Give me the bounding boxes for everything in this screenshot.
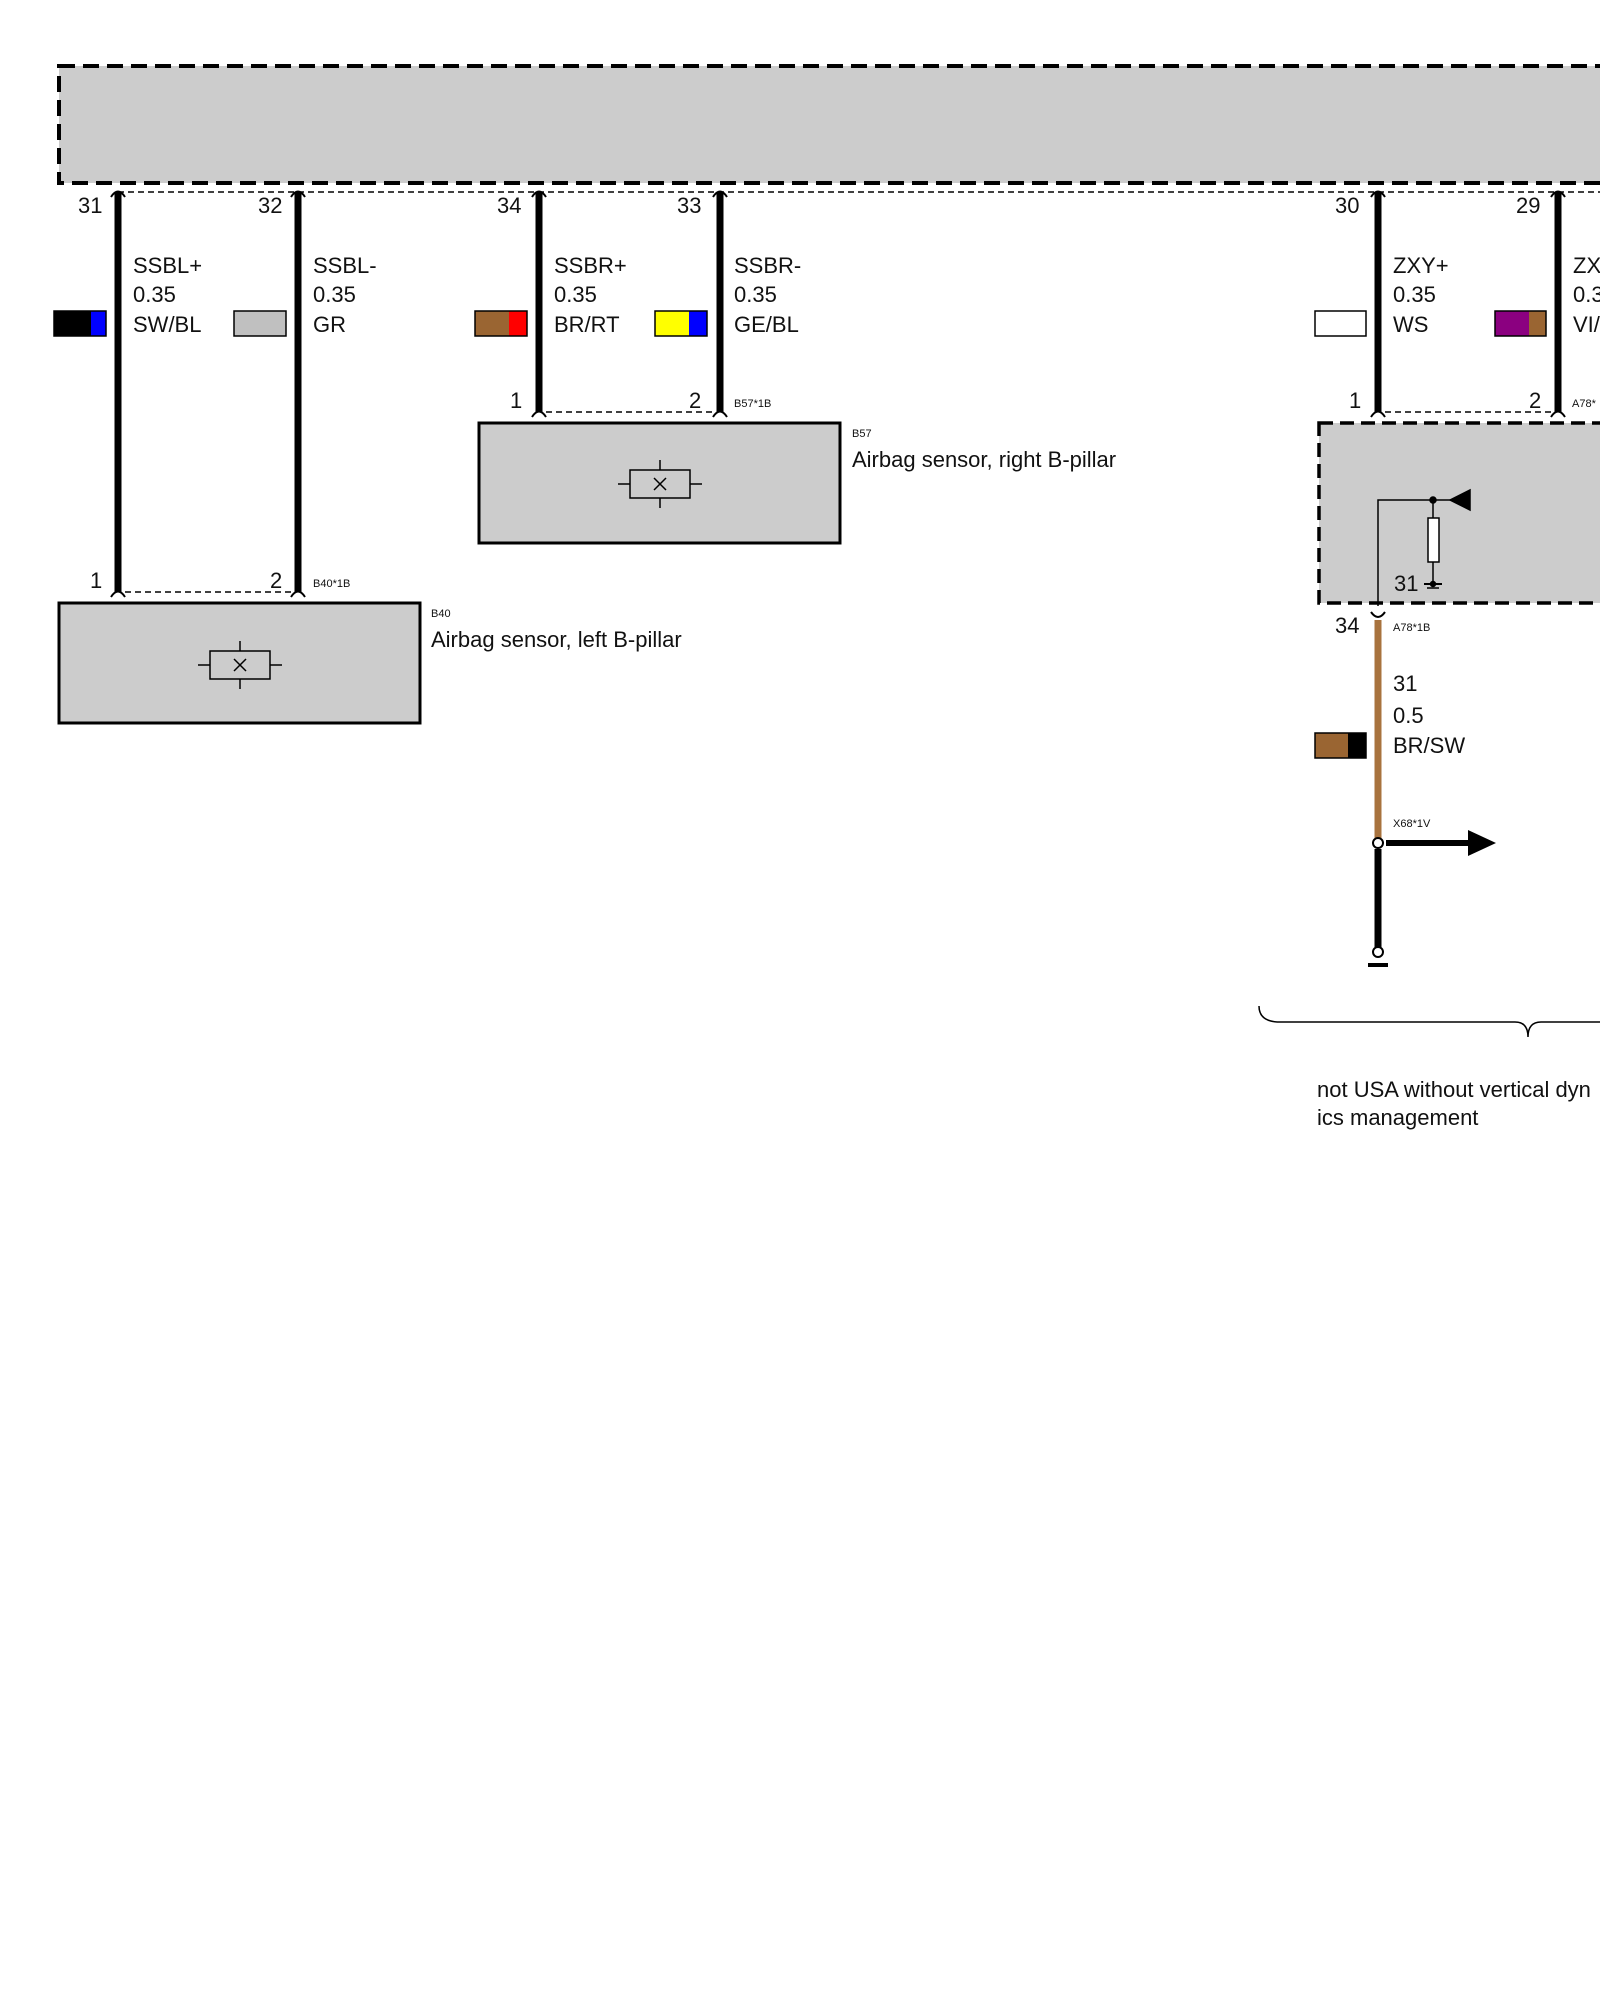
splice-node — [1372, 837, 1384, 849]
wire-color-swatch — [654, 310, 708, 337]
wire-color-swatch — [1314, 310, 1367, 337]
control-unit-box — [57, 64, 1600, 185]
b40-pin-1: 1 — [90, 568, 102, 593]
b40-component-id: B40 — [431, 608, 451, 620]
a78-pin-1: 1 — [1349, 388, 1361, 413]
pin-socket-34 — [531, 190, 547, 198]
wire-color-code: GE/BL — [734, 312, 799, 337]
wire-cross-section: 0.35 — [313, 282, 356, 307]
wire-signal-ssbl-minus: SSBL- — [313, 253, 377, 278]
airbag-sensor-icon — [618, 460, 702, 508]
wire-color-code: SW/BL — [133, 312, 201, 337]
wire-color-swatch — [474, 310, 528, 337]
wire-cross-section: 0.3 — [1573, 282, 1600, 307]
x68-connector-label: X68*1V — [1393, 818, 1431, 830]
arrow-right-icon — [1386, 830, 1496, 856]
wire-signal-ssbr-plus: SSBR+ — [554, 253, 627, 278]
b40-component-name: Airbag sensor, left B-pillar — [431, 627, 682, 652]
pin-number-29: 29 — [1516, 193, 1540, 218]
pin-socket-32 — [290, 190, 306, 198]
wire-signal-zxy-plus: ZXY+ — [1393, 253, 1449, 278]
pin-socket-b40-2 — [290, 590, 306, 598]
pin-socket-29 — [1550, 190, 1566, 198]
ground-terminal-icon — [1368, 946, 1388, 967]
pin-socket-33 — [712, 190, 728, 198]
ground-wire-color-code: BR/SW — [1393, 733, 1465, 758]
pin-number-32: 32 — [258, 193, 282, 218]
pin-socket-30 — [1370, 190, 1386, 198]
b57-pin-2: 2 — [689, 388, 701, 413]
b40-connector-label: B40*1B — [313, 578, 350, 590]
variant-note-line2: ics management — [1317, 1105, 1478, 1130]
wire-color-swatch — [1494, 310, 1547, 337]
pin-number-34: 34 — [497, 193, 521, 218]
wire-color-code: BR/RT — [554, 312, 620, 337]
wire-cross-section: 0.35 — [133, 282, 176, 307]
wire-color-swatch — [233, 310, 287, 337]
pin-number-33: 33 — [677, 193, 701, 218]
a78-ground-label: 31 — [1394, 571, 1418, 596]
wire-color-code: WS — [1393, 312, 1428, 337]
b57-connector-label: B57*1B — [734, 398, 771, 410]
pin-socket-a78-2 — [1550, 410, 1566, 418]
pin-socket-a78-34 — [1370, 611, 1386, 618]
wire-cross-section: 0.35 — [1393, 282, 1436, 307]
b57-component-name: Airbag sensor, right B-pillar — [852, 447, 1116, 472]
a78-component-box — [1317, 421, 1600, 605]
variant-note-line1: not USA without vertical dyn — [1317, 1077, 1591, 1102]
wire-color-code: VI/ — [1573, 312, 1600, 337]
pin-socket-b57-1 — [531, 410, 547, 418]
variant-brace — [1258, 1005, 1600, 1038]
ground-wire-cross-section: 0.5 — [1393, 703, 1424, 728]
wire-color-code: GR — [313, 312, 346, 337]
wire-signal-ssbl-plus: SSBL+ — [133, 253, 202, 278]
pin-number-30: 30 — [1335, 193, 1359, 218]
a78-connector-top-label: A78* — [1572, 398, 1597, 410]
airbag-sensor-icon — [198, 641, 282, 689]
pin-socket-b40-1 — [110, 590, 126, 598]
pin-socket-a78-1 — [1370, 410, 1386, 418]
b57-component-id: B57 — [852, 428, 872, 440]
a78-connector-bottom-label: A78*1B — [1393, 622, 1430, 634]
resistor-ground-icon — [1377, 488, 1471, 606]
ground-wire-signal: 31 — [1393, 671, 1417, 696]
b57-pin-1: 1 — [510, 388, 522, 413]
pin-socket-b57-2 — [712, 410, 728, 418]
pin-socket-31 — [110, 190, 126, 198]
a78-bottom-pin: 34 — [1335, 613, 1359, 638]
wire-signal-zx: ZX — [1573, 253, 1600, 278]
wire-cross-section: 0.35 — [554, 282, 597, 307]
wire-color-swatch — [1314, 732, 1367, 759]
pin-number-31: 31 — [78, 193, 102, 218]
wire-signal-ssbr-minus: SSBR- — [734, 253, 801, 278]
wire-color-swatch — [53, 310, 107, 337]
b40-pin-2: 2 — [270, 568, 282, 593]
wire-cross-section: 0.35 — [734, 282, 777, 307]
a78-pin-2: 2 — [1529, 388, 1541, 413]
